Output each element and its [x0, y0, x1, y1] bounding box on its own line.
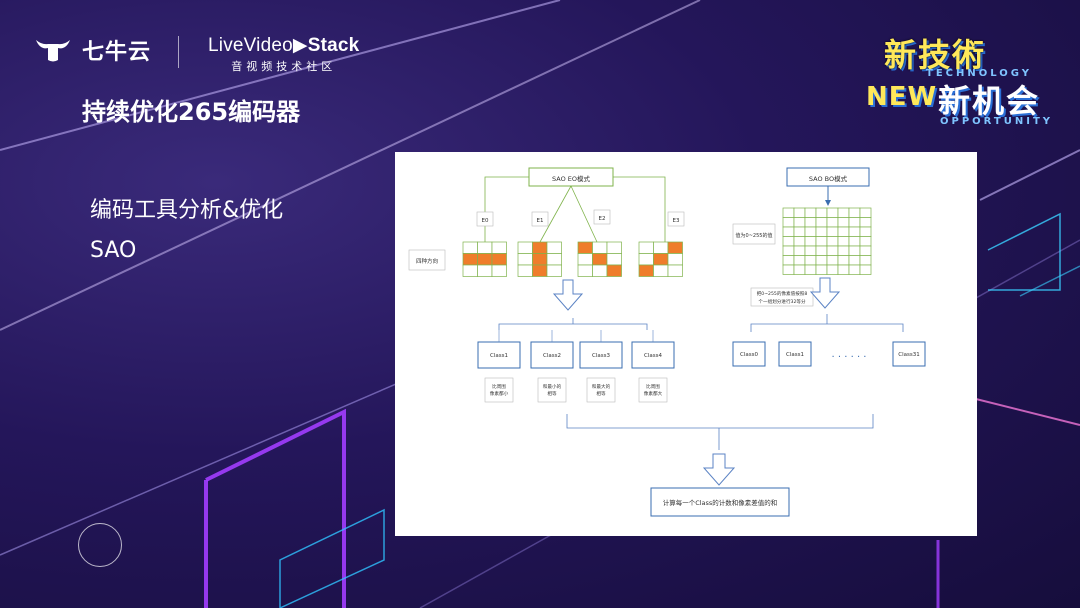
slide-topic: SAO — [90, 238, 137, 263]
result-down-arrow-icon — [702, 453, 736, 486]
eo-direction-box — [531, 211, 549, 227]
bo-pixel-grid — [782, 207, 872, 275]
eo-direction-label: E0 — [482, 218, 489, 224]
partner-name-prefix: Live — [208, 35, 244, 56]
eo-direction-box — [593, 209, 611, 225]
slide-title: 持续优化265编码器 — [82, 98, 301, 126]
eo-class-note: 和最大的 — [592, 383, 611, 390]
slide-subtitle: 编码工具分析&优化 — [90, 198, 284, 223]
eo-class-note: 像素都大 — [644, 390, 663, 397]
event-logo-technology: TECHNOLOGY — [926, 68, 1032, 79]
eo-class-note: 比周围 — [646, 383, 660, 390]
livevideostack-logo: LiveVideo▶Stack 音视频技术社区 — [208, 34, 359, 74]
eo-pattern-grid — [462, 241, 507, 277]
event-logo-line2: 新机会 — [938, 82, 1041, 120]
direction-note-box — [408, 249, 446, 271]
event-logo-new: NEW — [866, 82, 938, 112]
eo-direction-label: E1 — [537, 218, 544, 224]
bo-class-box — [732, 341, 766, 367]
eo-class-box — [631, 341, 675, 369]
brand-name: 七牛云 — [82, 40, 152, 65]
partner-tagline: 音视频技术社区 — [231, 60, 337, 73]
eo-class-label: Class2 — [543, 353, 561, 359]
event-logo: 新技術 TECHNOLOGY NEW 新机会 OPPORTUNITY — [860, 30, 1060, 130]
partner-name-suffix: Stack — [307, 35, 360, 56]
bo-down-arrow-icon — [809, 277, 841, 309]
eo-direction-label: E3 — [673, 218, 680, 224]
eo-pattern-grid — [577, 241, 622, 277]
circle-decoration — [78, 523, 122, 567]
qiniu-bull-icon — [36, 40, 70, 62]
eo-class-note-box — [537, 377, 567, 403]
eo-class-note-box — [484, 377, 514, 403]
eo-class-note: 和最小的 — [543, 383, 562, 390]
result-box — [650, 487, 790, 517]
result-label: 计算每一个Class的计数和像素差值的和 — [663, 498, 778, 507]
play-icon: ▶ — [292, 35, 308, 56]
eo-direction-box — [476, 211, 494, 227]
eo-class-label: Class3 — [592, 353, 610, 359]
bo-class-box — [778, 341, 812, 367]
eo-direction-box — [667, 211, 685, 227]
bo-mode-label: SAO BO模式 — [809, 174, 848, 183]
eo-class-label: Class1 — [490, 353, 508, 359]
bo-split-note-line1: 把0~255的像素值按照8 — [757, 290, 808, 297]
eo-class-note: 相等 — [547, 390, 557, 397]
eo-direction-label: E2 — [599, 216, 606, 222]
eo-pattern-grid — [638, 241, 683, 277]
eo-class-note: 像素都小 — [490, 390, 509, 397]
bo-class-label: Class31 — [898, 352, 919, 358]
eo-class-note-box — [586, 377, 616, 403]
eo-class-note-box — [638, 377, 668, 403]
header-divider — [178, 36, 179, 68]
bo-class-label: Class1 — [786, 352, 804, 358]
event-logo-opportunity: OPPORTUNITY — [940, 116, 1054, 127]
partner-name-mid: Video — [243, 35, 293, 56]
bo-value-note: 值为0~255的值 — [736, 232, 773, 239]
event-logo-line1: 新技術 — [884, 36, 987, 74]
bo-class-box — [892, 341, 926, 367]
eo-mode-label: SAO EO模式 — [552, 174, 590, 183]
eo-pattern-grid — [517, 241, 562, 277]
eo-class-note: 比周围 — [492, 383, 506, 390]
bo-class-label: Class0 — [740, 352, 758, 358]
eo-class-box — [477, 341, 521, 369]
eo-class-label: Class4 — [644, 353, 662, 359]
bo-ellipsis: · · · · · · — [832, 352, 867, 363]
eo-down-arrow-icon — [552, 279, 584, 311]
eo-class-box — [579, 341, 623, 369]
eo-class-box — [530, 341, 574, 369]
direction-note: 四种方向 — [416, 257, 438, 265]
qiniu-logo: 七牛云 — [34, 34, 151, 66]
eo-class-note: 相等 — [596, 390, 606, 397]
bo-split-note-line2: 个一组划分进行32等分 — [758, 298, 806, 305]
